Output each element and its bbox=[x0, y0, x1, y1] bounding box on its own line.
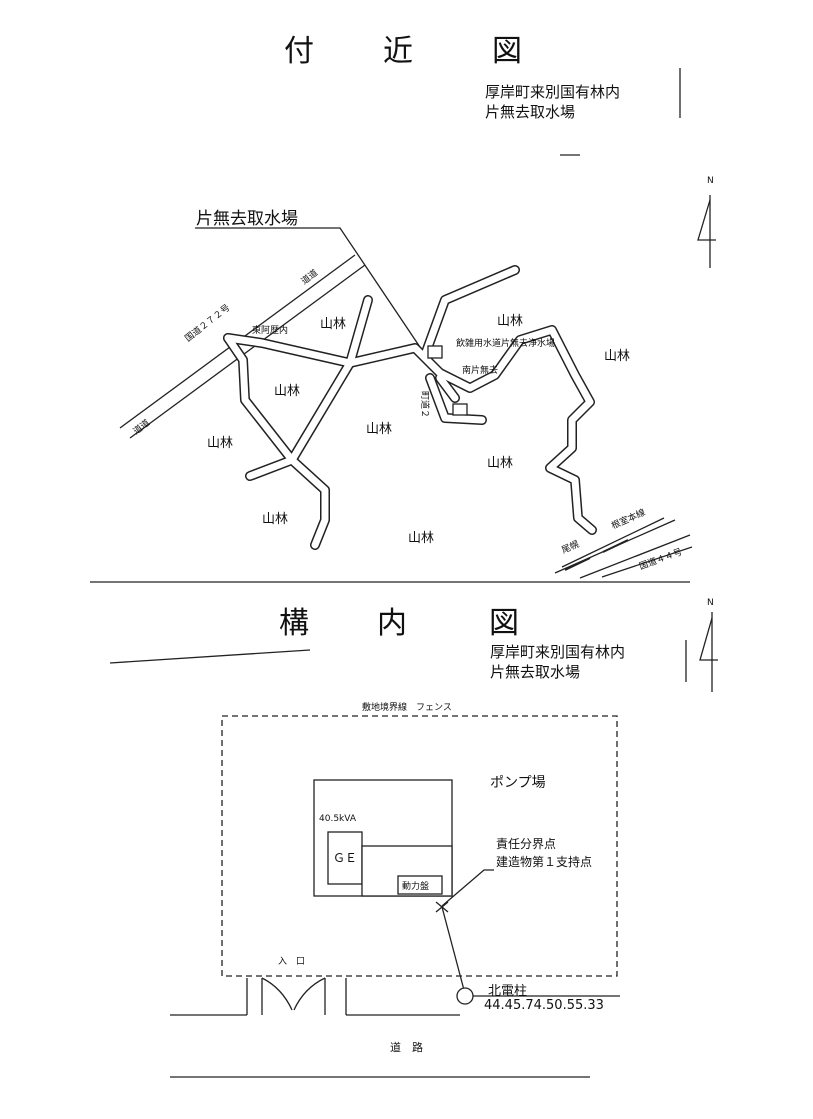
site-title-char-3: 図 bbox=[489, 606, 521, 641]
responsibility-point-label: 責任分界点 建造物第１支持点 bbox=[496, 835, 592, 871]
water-plant-label: 飲雑用水道片無去浄水場 bbox=[456, 339, 556, 349]
forest-label: 山林 bbox=[408, 531, 435, 546]
forest-label: 山林 bbox=[207, 436, 234, 451]
entrance-label: 入 口 bbox=[278, 957, 306, 967]
site-location: 厚岸町来別国有林内 片無去取水場 bbox=[490, 642, 625, 682]
generator-label: ＧＥ bbox=[333, 851, 358, 865]
forest-label: 山林 bbox=[604, 349, 631, 364]
entrance-gate bbox=[170, 977, 460, 1016]
road-label: 道 路 bbox=[390, 1041, 423, 1054]
vicinity-location-line1: 厚岸町来別国有林内 bbox=[485, 83, 621, 101]
pole-number: 44.45.74.50.55.33 bbox=[484, 998, 604, 1013]
power-panel-label: 動力盤 bbox=[402, 882, 430, 892]
capacity-label: 40.5kVA bbox=[319, 814, 356, 824]
forest-label: 山林 bbox=[497, 314, 524, 329]
scan-mark bbox=[109, 649, 311, 664]
railway-nemuro-line bbox=[554, 517, 676, 574]
map-roads bbox=[223, 265, 597, 550]
service-wire bbox=[441, 906, 465, 991]
vicinity-location: 厚岸町来別国有林内 片無去取水場 bbox=[485, 82, 620, 122]
site-location-line2: 片無去取水場 bbox=[490, 663, 581, 681]
north-label: N bbox=[707, 176, 714, 186]
water-plant-building bbox=[427, 345, 443, 359]
facility-label: 片無去取水場 bbox=[196, 209, 298, 229]
forest-label: 山林 bbox=[487, 456, 514, 471]
vicinity-title-char-3: 図 bbox=[492, 34, 524, 69]
minami-katanashi-label: 南片無去 bbox=[462, 366, 499, 376]
pole-label: 北電柱 bbox=[488, 984, 528, 999]
higashi-akkeshi-label: 東阿歴内 bbox=[252, 326, 289, 336]
vicinity-title-char-1: 付 bbox=[284, 34, 316, 69]
forest-label: 山林 bbox=[274, 384, 301, 399]
facility-leader-line bbox=[195, 227, 431, 363]
site-title-char-1: 構 bbox=[279, 606, 311, 641]
site-location-line1: 厚岸町来別国有林内 bbox=[490, 643, 626, 661]
responsibility-line1: 責任分界点 bbox=[496, 837, 557, 851]
site-boundary-fence bbox=[221, 715, 618, 977]
north-arrow-icon bbox=[697, 195, 716, 268]
utility-pole-icon bbox=[456, 987, 474, 1005]
intake-building bbox=[452, 403, 468, 416]
boundary-label: 敷地境界線 フェンス bbox=[362, 703, 452, 713]
responsibility-leader bbox=[441, 869, 494, 907]
north-arrow-icon bbox=[699, 612, 718, 692]
responsibility-line2: 建造物第１支持点 bbox=[496, 855, 593, 869]
power-panel bbox=[397, 875, 443, 895]
vicinity-title-char-2: 近 bbox=[383, 34, 415, 69]
pump-house-label: ポンプ場 bbox=[490, 775, 546, 791]
forest-label: 山林 bbox=[262, 512, 289, 527]
north-label: N bbox=[707, 598, 714, 608]
national-road-44 bbox=[579, 534, 693, 579]
vicinity-location-line2: 片無去取水場 bbox=[485, 103, 576, 121]
forest-label: 山林 bbox=[320, 317, 347, 332]
site-title-char-2: 内 bbox=[377, 606, 409, 641]
forest-label: 山林 bbox=[366, 422, 393, 437]
